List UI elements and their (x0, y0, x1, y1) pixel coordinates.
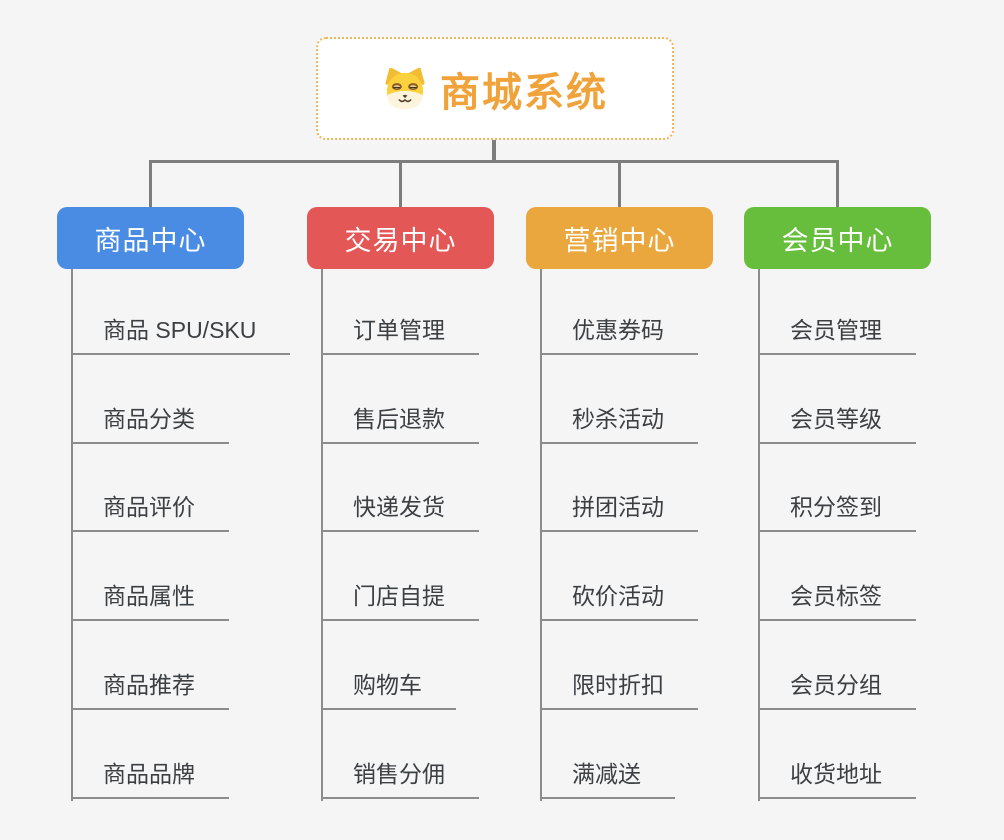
leaf-node[interactable]: 商品推荐 (73, 672, 229, 711)
leaf-node[interactable]: 快递发货 (323, 494, 479, 533)
leaf-node[interactable]: 砍价活动 (542, 583, 698, 622)
leaf-node[interactable]: 会员管理 (760, 317, 916, 356)
branch-node-member-center[interactable]: 会员中心 (744, 207, 931, 269)
leaf-node[interactable]: 商品分类 (73, 406, 229, 445)
leaf-node[interactable]: 收货地址 (760, 761, 916, 800)
branch-column-member-center: 会员管理 会员等级 积分签到 会员标签 会员分组 收货地址 (758, 269, 1000, 801)
leaf-node[interactable]: 商品 SPU/SKU (73, 317, 291, 356)
leaf-node[interactable]: 限时折扣 (542, 672, 698, 711)
leaf-node[interactable]: 商品品牌 (73, 761, 229, 800)
leaf-node[interactable]: 会员标签 (760, 583, 916, 622)
root-node[interactable]: 商城系统 (316, 37, 674, 140)
leaf-node[interactable]: 会员等级 (760, 406, 916, 445)
connector-branch-drop (399, 162, 402, 208)
leaf-node[interactable]: 门店自提 (323, 583, 479, 622)
leaf-node[interactable]: 积分签到 (760, 494, 916, 533)
leaf-node[interactable]: 会员分组 (760, 672, 916, 711)
branch-node-marketing-center[interactable]: 营销中心 (526, 207, 713, 269)
root-title: 商城系统 (440, 70, 608, 115)
connector-branch-drop (149, 162, 152, 208)
leaf-node[interactable]: 拼团活动 (542, 494, 698, 533)
branch-node-product-center[interactable]: 商品中心 (57, 207, 244, 269)
leaf-node[interactable]: 售后退款 (323, 406, 479, 445)
leaf-node[interactable]: 秒杀活动 (542, 406, 698, 445)
leaf-node[interactable]: 销售分佣 (323, 761, 479, 800)
connector-branch-drop (836, 162, 839, 208)
leaf-node[interactable]: 优惠券码 (542, 317, 698, 356)
leaf-node[interactable]: 购物车 (323, 672, 456, 711)
branch-column-marketing-center: 优惠券码 秒杀活动 拼团活动 砍价活动 限时折扣 满减送 (540, 269, 782, 801)
leaf-node[interactable]: 商品属性 (73, 583, 229, 622)
connector-horizontal (149, 160, 839, 163)
connector-branch-drop (618, 162, 621, 208)
connector-root-stub (492, 140, 496, 162)
leaf-node[interactable]: 满减送 (542, 761, 675, 800)
shiba-dog-icon (385, 67, 425, 109)
leaf-node[interactable]: 商品评价 (73, 494, 229, 533)
branch-column-trade-center: 订单管理 售后退款 快递发货 门店自提 购物车 销售分佣 (321, 269, 563, 801)
branch-node-trade-center[interactable]: 交易中心 (307, 207, 494, 269)
leaf-node[interactable]: 订单管理 (323, 317, 479, 356)
branch-column-product-center: 商品 SPU/SKU 商品分类 商品评价 商品属性 商品推荐 商品品牌 (71, 269, 313, 801)
